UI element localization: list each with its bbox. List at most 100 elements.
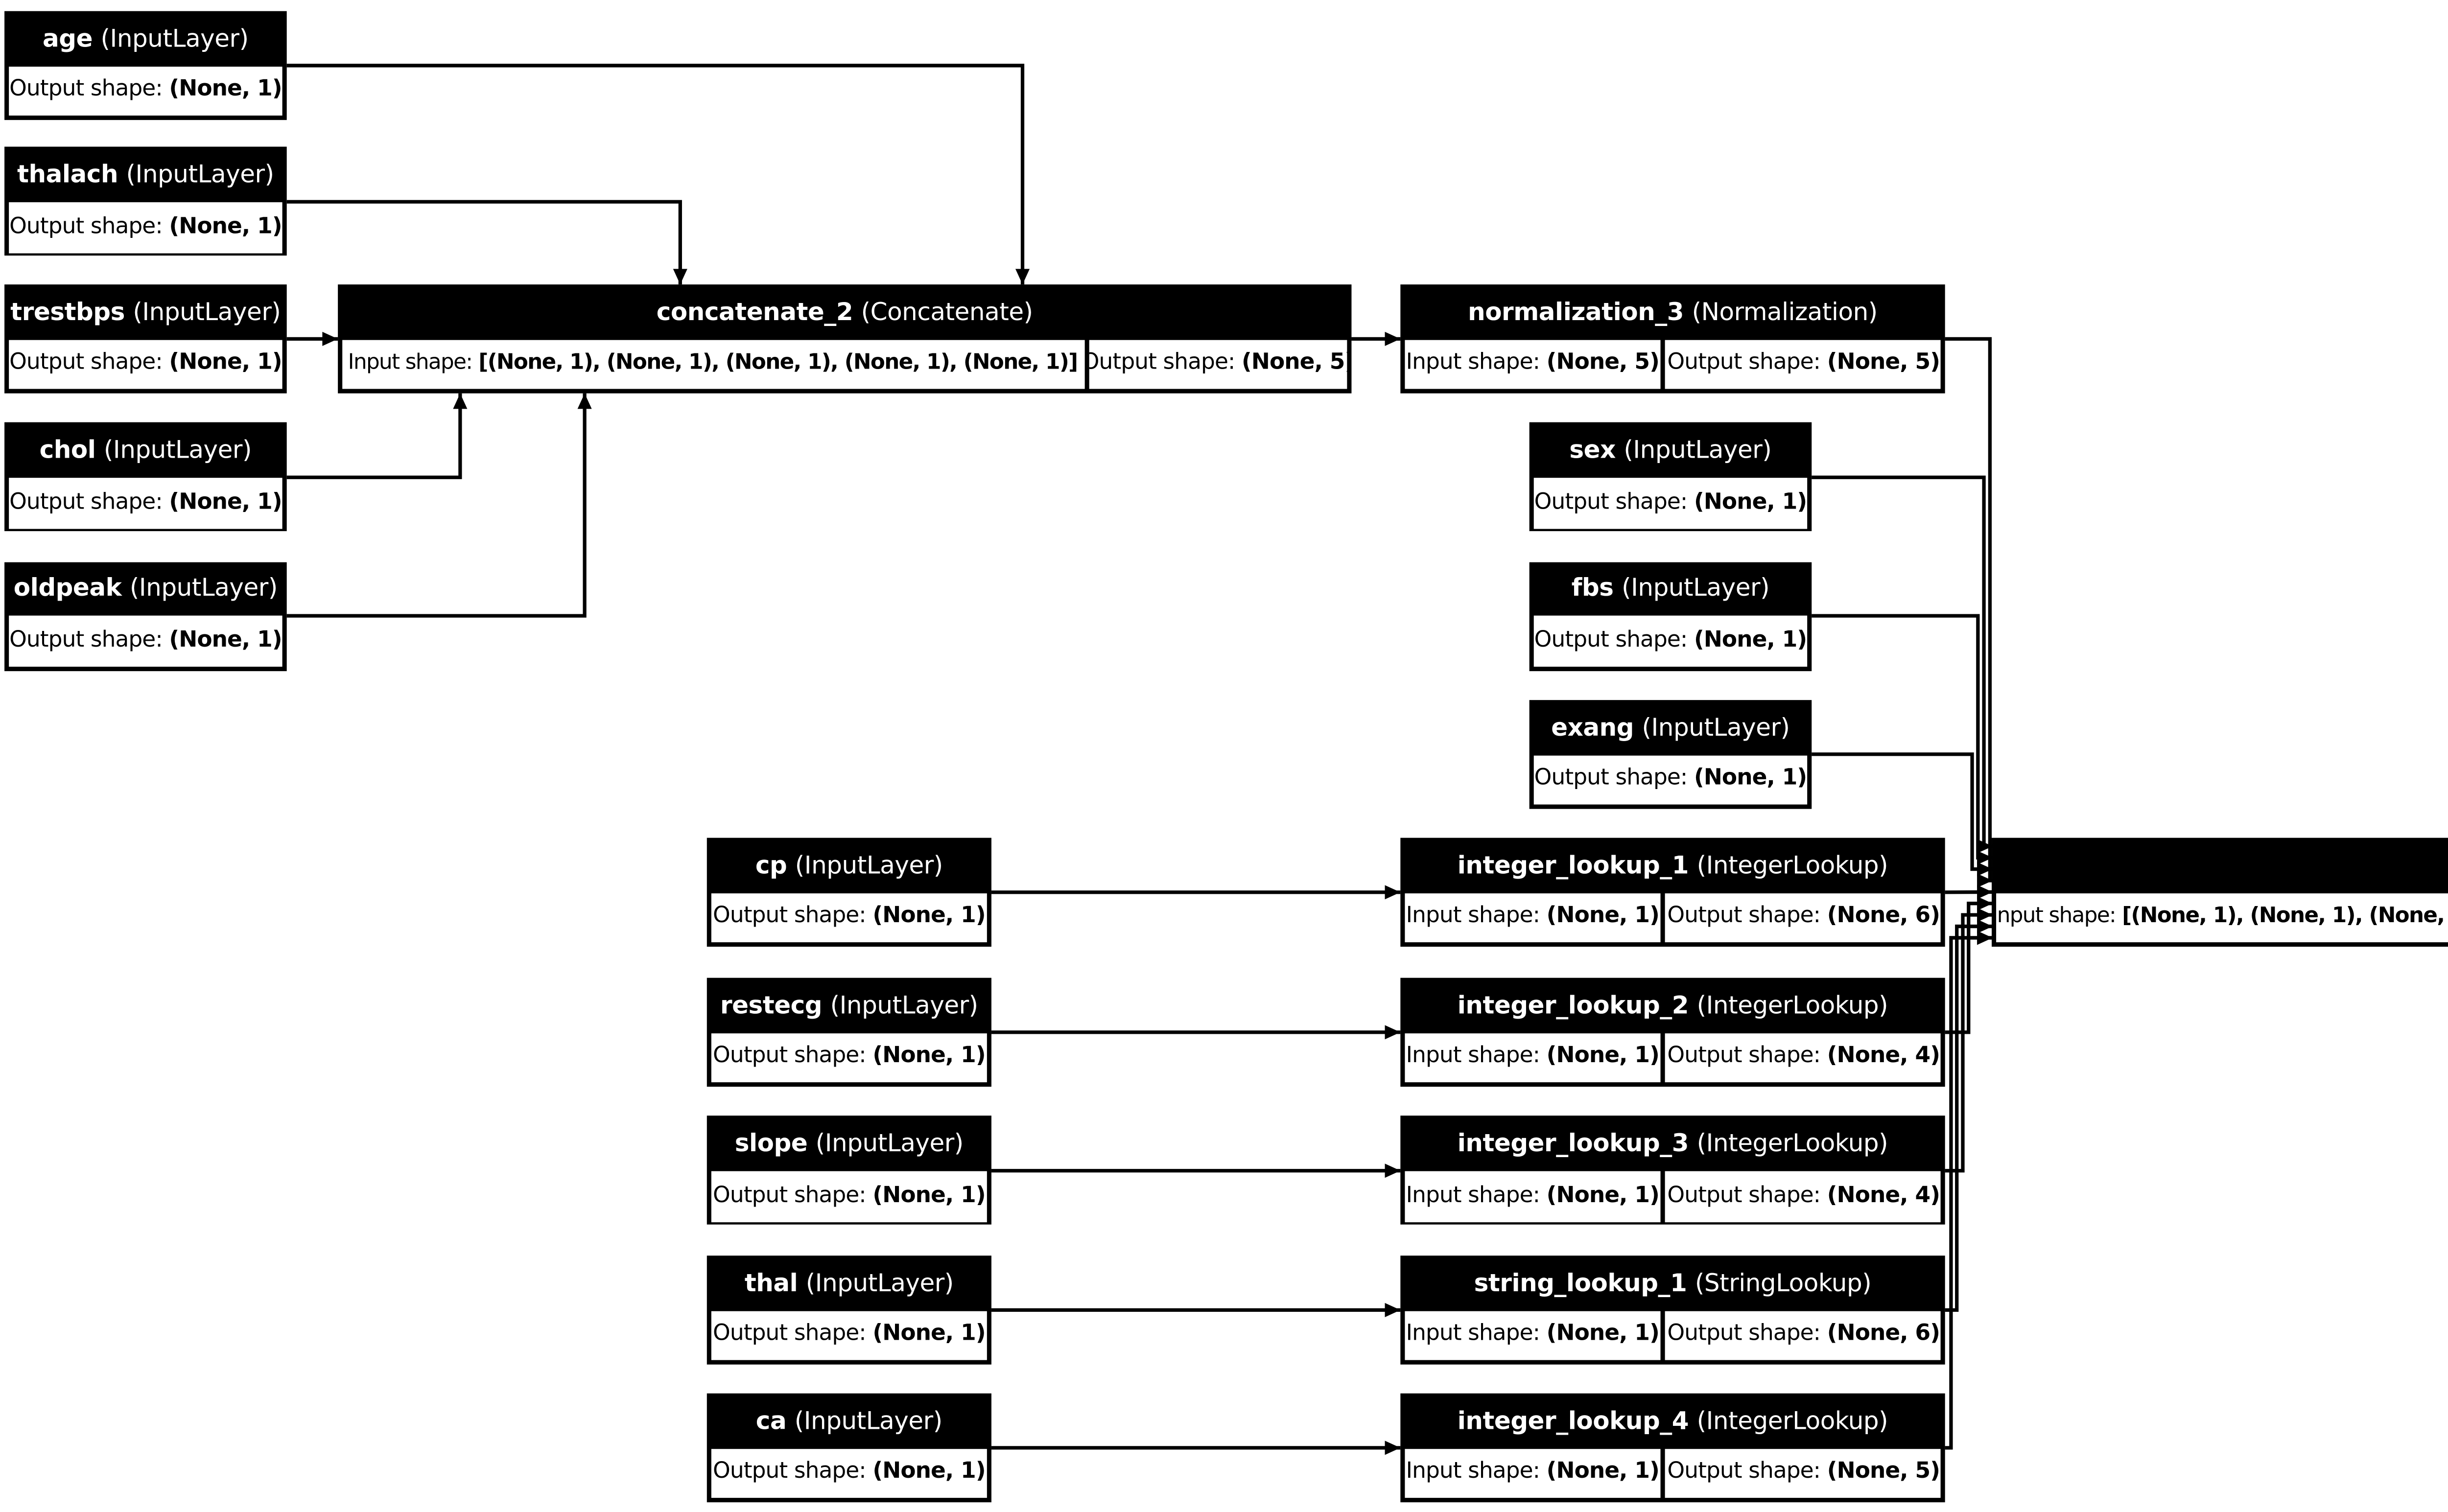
- layer-node-thal: thal(InputLayer)Output shape:(None, 1): [706, 1256, 991, 1365]
- layer-type: (InputLayer): [830, 990, 979, 1020]
- shape-value: (None, 1): [1546, 1323, 1660, 1348]
- shape-cell-output: Output shape:(None, 1): [1532, 616, 1809, 667]
- layer-title: oldpeak(InputLayer): [4, 561, 287, 616]
- layer-name: fbs: [1571, 574, 1614, 603]
- layer-title: concatenate_3(Concatenate): [1993, 838, 2448, 892]
- shape-row: Output shape:(None, 1): [1530, 754, 1812, 809]
- shape-row: Output shape:(None, 1): [707, 1447, 991, 1502]
- shape-label: Output shape:: [9, 352, 163, 377]
- layer-node-fbs: fbs(InputLayer)Output shape:(None, 1): [1529, 561, 1812, 671]
- edge-concatenate_2-to-normalization_3: [1351, 331, 1401, 346]
- layer-type: (InputLayer): [1624, 436, 1772, 465]
- shape-value: (None, 5): [1242, 352, 1348, 377]
- shape-cell-output: Output shape:(None, 1): [710, 892, 988, 943]
- layer-type: (InputLayer): [133, 297, 281, 326]
- layer-type: (InputLayer): [1642, 713, 1790, 742]
- shape-value: (None, 4): [1827, 1045, 1940, 1070]
- layer-name: exang: [1551, 713, 1634, 742]
- layer-name: age: [43, 23, 93, 53]
- layer-node-integer_lookup_2: integer_lookup_2(IntegerLookup)Input sha…: [1400, 977, 1945, 1087]
- shape-cell-output: Output shape:(None, 1): [710, 1032, 988, 1083]
- edge-cp-to-integer_lookup_1: [991, 885, 1401, 900]
- arrowhead: [1385, 1163, 1401, 1178]
- layer-title: sex (InputLayer): [1530, 423, 1812, 477]
- shape-row: Output shape:(None, 1): [1530, 477, 1812, 532]
- shape-label: Output shape:: [9, 629, 163, 654]
- arrowhead: [1385, 1025, 1401, 1040]
- shape-label: Output shape:: [1667, 352, 1821, 377]
- edge-integer_lookup_3-to-concatenate_3: [1945, 907, 1993, 1173]
- shape-label: Output shape:: [713, 1184, 867, 1209]
- shape-value: (None, 1): [872, 1323, 986, 1348]
- layer-title: ca(InputLayer): [707, 1394, 991, 1448]
- layer-name: integer_lookup_1: [1457, 850, 1689, 880]
- shape-value: [(None, 1), (None, 1), (None, 1), (None,…: [2122, 905, 2448, 930]
- shape-row: Input shape:[(None, 1), (None, 1), (None…: [1993, 892, 2448, 947]
- shape-row: Output shape:(None, 1): [707, 1310, 991, 1364]
- edge-sex-to-concatenate_3: [1812, 475, 1993, 854]
- arrowhead: [1977, 873, 1993, 888]
- shape-value: (None, 5): [1827, 352, 1940, 377]
- layer-name: ca: [755, 1406, 787, 1435]
- layer-name: string_lookup_1: [1474, 1268, 1687, 1298]
- edge-exang-to-concatenate_3: [1812, 752, 1993, 877]
- shape-cell-input: Input shape:(None, 5): [1404, 339, 1662, 390]
- shape-value: (None, 4): [1827, 1184, 1940, 1209]
- shape-label: Output shape:: [1667, 1045, 1821, 1070]
- layer-node-ca: ca(InputLayer)Output shape:(None, 1): [706, 1393, 991, 1503]
- arrowhead: [1977, 862, 1993, 877]
- shape-label: Input shape:: [1406, 905, 1540, 930]
- shape-value: (None, 1): [169, 490, 282, 515]
- arrowhead: [577, 393, 592, 409]
- layer-name: normalization_3: [1468, 297, 1684, 326]
- shape-value: (None, 1): [872, 905, 986, 930]
- layer-node-cp: cp(InputLayer)Output shape:(None, 1): [706, 837, 991, 947]
- shape-value: (None, 1): [872, 1461, 986, 1486]
- shape-row: Output shape:(None, 1): [707, 1170, 991, 1225]
- edge-integer_lookup_1-to-concatenate_3: [1945, 884, 1993, 899]
- shape-cell-output: Output shape:(None, 6): [1666, 1310, 1942, 1361]
- shape-label: Input shape:: [1406, 352, 1540, 377]
- shape-value: (None, 1): [169, 352, 282, 377]
- arrowhead: [1977, 839, 1993, 854]
- layer-node-concatenate_2: concatenate_2(Concatenate)Input shape:[(…: [338, 284, 1352, 394]
- layer-name: restecg: [720, 990, 823, 1020]
- shape-label: Output shape:: [1088, 352, 1235, 377]
- shape-cell-output: Output shape:(None, 1): [1532, 477, 1809, 529]
- layer-name: sex: [1569, 436, 1616, 465]
- shape-cell-output: Output shape:(None, 1): [8, 202, 283, 253]
- shape-cell-output: Output shape:(None, 6): [1666, 892, 1942, 943]
- shape-value: (None, 1): [1546, 905, 1660, 930]
- layer-type: (InputLayer): [815, 1129, 964, 1158]
- layer-title: restecg(InputLayer): [707, 978, 991, 1032]
- shape-cell-output: Output shape:(None, 5): [1666, 339, 1942, 390]
- shape-cell-output: Output shape:(None, 1): [8, 65, 283, 116]
- layer-type: (IntegerLookup): [1696, 1406, 1888, 1435]
- edge-fbs-to-concatenate_3: [1812, 614, 1993, 865]
- arrowhead: [1977, 919, 1993, 934]
- arrowhead: [322, 331, 338, 346]
- shape-label: Output shape:: [9, 215, 163, 240]
- layer-title: slope(InputLayer): [707, 1117, 991, 1171]
- shape-cell-input: Input shape:(None, 1): [1404, 1310, 1662, 1361]
- layer-name: trestbps: [10, 297, 125, 326]
- shape-row: Output shape:(None, 1): [707, 892, 991, 947]
- shape-value: (None, 1): [1694, 490, 1807, 515]
- shape-value: (None, 1): [872, 1045, 986, 1070]
- shape-label: Input shape:: [1406, 1184, 1540, 1209]
- layer-name: integer_lookup_2: [1457, 990, 1689, 1020]
- shape-cell-output: Output shape:(None, 1): [710, 1447, 988, 1499]
- edge-restecg-to-integer_lookup_2: [991, 1025, 1401, 1040]
- layer-name: thal: [744, 1268, 798, 1298]
- layer-type: (Normalization): [1692, 297, 1878, 326]
- layer-node-integer_lookup_1: integer_lookup_1(IntegerLookup) Input sha…: [1400, 837, 1945, 947]
- layer-name: thalach: [17, 160, 118, 189]
- edge-slope-to-integer_lookup_3: [991, 1163, 1401, 1178]
- shape-label: Output shape:: [1667, 1461, 1821, 1486]
- shape-label: Input shape:: [1406, 1323, 1540, 1348]
- shape-row: Input shape:(None, 1)Output shape:(None,…: [1400, 1447, 1945, 1502]
- layer-type: (IntegerLookup): [1696, 850, 1888, 880]
- edge-age-to-concatenate_2: [286, 64, 1030, 285]
- layer-title: thal(InputLayer): [707, 1256, 991, 1310]
